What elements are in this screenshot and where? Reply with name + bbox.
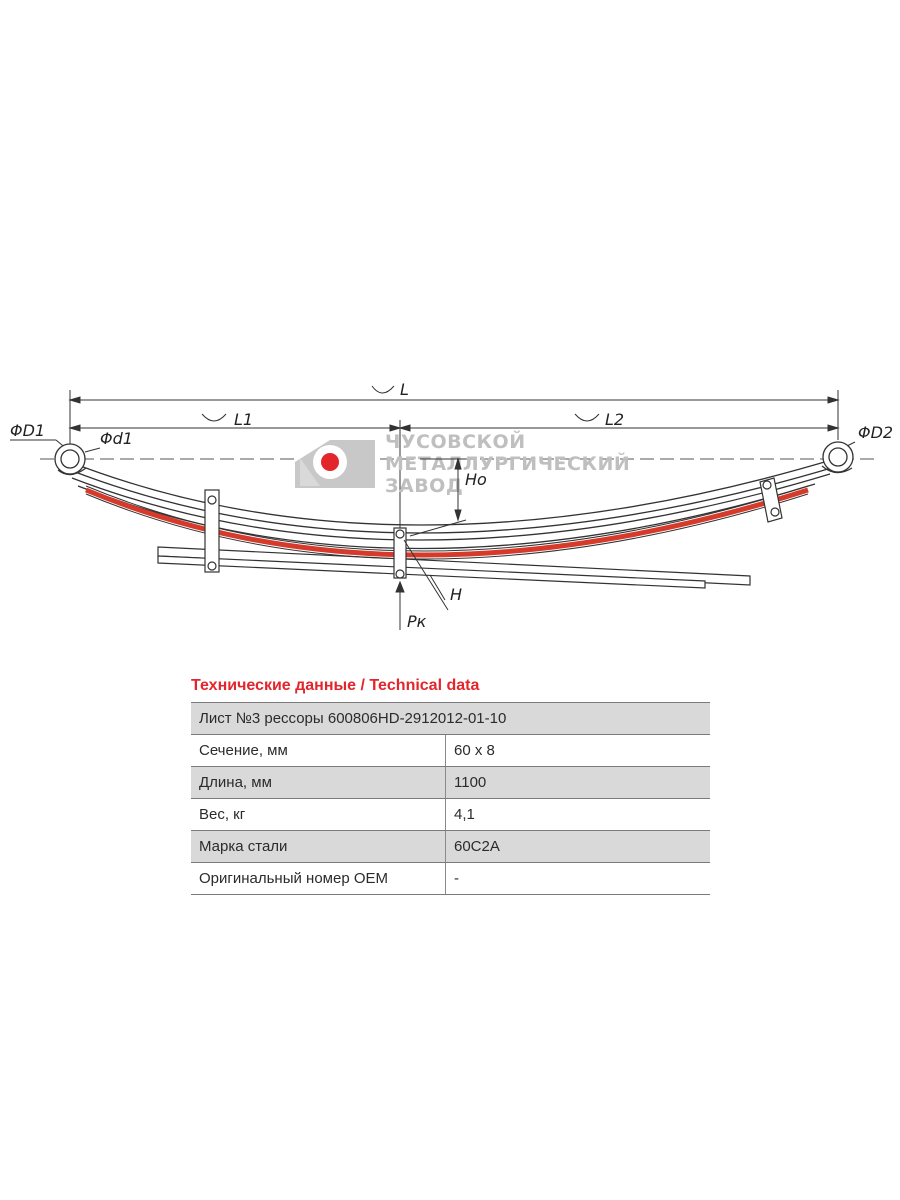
label-H: H <box>450 585 462 604</box>
right-clamp <box>759 477 783 523</box>
label-d1: Φd1 <box>100 429 133 448</box>
center-bolt <box>393 527 407 579</box>
load-arrow-Pk <box>395 580 405 630</box>
row-label: Марка стали <box>191 830 446 863</box>
label-L: L <box>400 380 409 399</box>
table-row: Сечение, мм 60 х 8 <box>191 734 710 767</box>
row-label: Оригинальный номер OEM <box>191 862 446 895</box>
table-header-cell: Лист №3 рессоры 600806HD-2912012-01-10 <box>191 702 710 735</box>
logo-text-line3: ЗАВОД <box>385 475 463 497</box>
technical-data-title: Технические данные / Technical data <box>191 677 480 694</box>
row-value: 60С2А <box>445 830 710 863</box>
lower-leaves <box>157 546 751 589</box>
dimension-H <box>403 539 449 611</box>
dimension-L <box>68 385 840 450</box>
row-label: Сечение, мм <box>191 734 446 767</box>
table-header-row: Лист №3 рессоры 600806HD-2912012-01-10 <box>191 702 710 735</box>
row-value: 60 х 8 <box>445 734 710 767</box>
right-eye <box>821 441 854 474</box>
table-row: Марка стали 60С2А <box>191 830 710 863</box>
row-value: 1100 <box>445 766 710 799</box>
technical-data-table: Лист №3 рессоры 600806HD-2912012-01-10 С… <box>191 702 710 895</box>
label-D1: ΦD1 <box>10 421 45 440</box>
logo-text-line2: МЕТАЛЛУРГИЧЕСКИЙ <box>385 452 630 475</box>
label-Pk: Pк <box>407 612 427 631</box>
label-L2: L2 <box>605 410 624 429</box>
label-L1: L1 <box>234 410 253 429</box>
row-label: Длина, мм <box>191 766 446 799</box>
company-logo: ЧУСОВСКОЙ МЕТАЛЛУРГИЧЕСКИЙ ЗАВОД <box>295 430 630 497</box>
row-label: Вес, кг <box>191 798 446 831</box>
label-Ho: Ho <box>465 470 487 489</box>
dimension-L1-L2 <box>68 413 840 530</box>
label-D2: ΦD2 <box>858 423 893 442</box>
table-row: Длина, мм 1100 <box>191 766 710 799</box>
table-row: Вес, кг 4,1 <box>191 798 710 831</box>
row-value: - <box>445 862 710 895</box>
table-row: Оригинальный номер OEM - <box>191 862 710 895</box>
logo-text-line1: ЧУСОВСКОЙ <box>385 430 526 453</box>
row-value: 4,1 <box>445 798 710 831</box>
spring-leaves <box>69 457 839 560</box>
left-eye <box>54 443 87 476</box>
left-clamp <box>204 489 220 573</box>
